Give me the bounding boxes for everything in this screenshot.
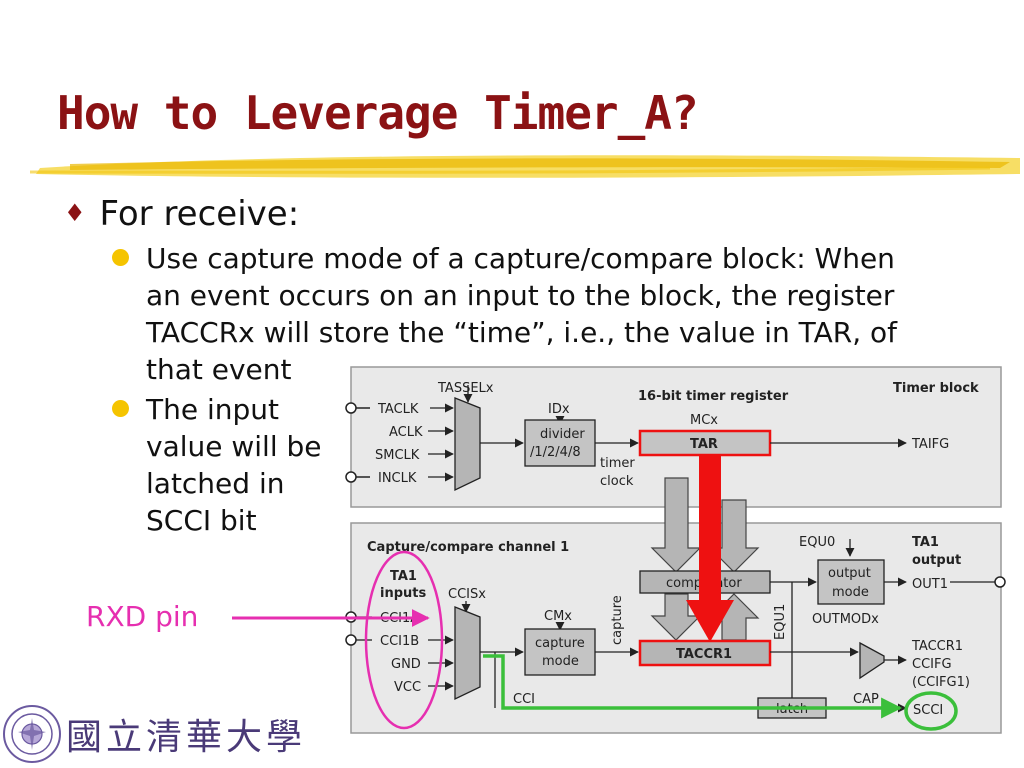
cap-label: CAP xyxy=(853,692,879,707)
scci-highlight-circle xyxy=(904,691,958,731)
clock-mux-icon xyxy=(454,397,481,492)
divider-box xyxy=(524,419,596,467)
capture-mode-label: capture xyxy=(535,636,585,651)
timer-clock-label: timer xyxy=(600,456,635,471)
university-name: 國立清華大學 xyxy=(66,717,307,758)
taifg-label: TAIFG xyxy=(911,437,949,452)
ta1-inputs-label-2: inputs xyxy=(380,586,426,601)
taccr1-register-box xyxy=(638,639,772,667)
ta1-inputs-label: TA1 xyxy=(390,569,417,584)
outmodx-label: OUTMODx xyxy=(812,612,879,627)
slide-title: How to Leverage Timer_A? xyxy=(57,86,699,140)
output-mode-label: output xyxy=(828,566,871,581)
ccifg-label: CCIFG xyxy=(912,657,952,672)
aclk-label: ACLK xyxy=(389,425,423,440)
capture-mode-box xyxy=(524,628,596,676)
output-mode-label-2: mode xyxy=(832,585,869,600)
bullet-for-receive: ♦ For receive: xyxy=(64,194,299,234)
diamond-bullet-icon: ♦ xyxy=(64,199,86,227)
ccifg1-label: (CCIFG1) xyxy=(912,675,970,690)
bullet-text: For receive: xyxy=(99,194,300,234)
timer-clock-label-2: clock xyxy=(600,474,634,489)
red-arrow-head-icon xyxy=(686,600,734,642)
inclk-pin-icon xyxy=(345,471,357,483)
bullet-line: The input xyxy=(146,393,279,426)
inputs-highlight-ellipse xyxy=(364,550,444,730)
bullet-line: that event xyxy=(146,353,292,386)
taclk-label: TACLK xyxy=(377,402,419,417)
output-mode-box xyxy=(817,559,885,605)
university-seal-logo xyxy=(3,705,61,763)
taclk-pin-icon xyxy=(345,402,357,414)
tar-label: TAR xyxy=(690,437,718,452)
taccr1-label: TACCR1 xyxy=(676,647,732,662)
tar-register-box xyxy=(638,429,772,457)
timer-block-label: Timer block xyxy=(893,381,979,396)
green-signal-path xyxy=(483,654,903,719)
ta1-output-label: TA1 xyxy=(912,535,939,550)
bullet-line: latched in xyxy=(146,467,285,500)
bullet-line: SCCI bit xyxy=(146,504,257,537)
divider-label: divider xyxy=(540,427,585,442)
bullet-line: TACCRx will store the “time”, i.e., the … xyxy=(146,316,897,349)
equ0-label: EQU0 xyxy=(799,535,835,550)
bus-down-arrow-2-icon xyxy=(650,593,702,641)
taccr1-flag-label: TACCR1 xyxy=(911,639,963,654)
rxd-pin-label: RXD pin xyxy=(86,600,199,633)
input-mux-icon xyxy=(454,606,481,701)
ta1-output-label-2: output xyxy=(912,553,961,568)
divider-ratio-label: /1/2/4/8 xyxy=(530,445,581,460)
title-underline-swoosh xyxy=(30,155,1020,178)
smclk-label: SMCLK xyxy=(375,448,420,463)
bullet-line: an event occurs on an input to the block… xyxy=(146,279,895,312)
and-gate-icon xyxy=(859,641,885,680)
yellow-dot-bullet-icon xyxy=(112,400,129,417)
bullet-line: Use capture mode of a capture/compare bl… xyxy=(146,242,895,275)
capture-block-label: Capture/compare channel 1 xyxy=(367,540,569,555)
mcx-label: MCx xyxy=(690,413,718,428)
gnd-label: GND xyxy=(391,657,421,672)
yellow-dot-bullet-icon xyxy=(112,249,129,266)
red-arrow-shaft xyxy=(699,456,721,606)
bullet-line: value will be xyxy=(146,430,322,463)
register-title: 16-bit timer register xyxy=(638,389,789,404)
capture-vertical-label: capture xyxy=(610,595,625,645)
out1-label: OUT1 xyxy=(912,577,948,592)
out1-pin-icon xyxy=(994,576,1006,588)
cci1b-label: CCI1B xyxy=(380,634,419,649)
idx-label: IDx xyxy=(548,402,570,417)
vcc-label: VCC xyxy=(394,680,421,695)
capture-mode-label-2: mode xyxy=(542,654,579,669)
equ1-label: EQU1 xyxy=(773,604,788,640)
scci-label: SCCI xyxy=(913,703,943,718)
inclk-label: INCLK xyxy=(378,471,417,486)
cci-label: CCI xyxy=(513,692,535,707)
ccisx-label: CCISx xyxy=(448,587,486,602)
cci1b-pin-icon xyxy=(345,634,357,646)
bus-down-arrow-icon xyxy=(650,477,702,573)
tasselx-label: TASSELx xyxy=(437,381,494,396)
cmx-label: CMx xyxy=(544,609,572,624)
